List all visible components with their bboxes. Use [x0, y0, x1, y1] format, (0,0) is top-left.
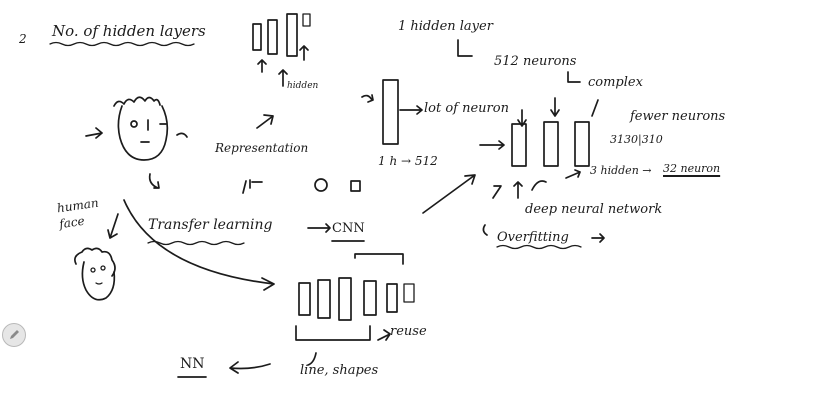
small-arrow: [377, 329, 391, 341]
up-arrow: [278, 69, 288, 87]
layer-box: [286, 13, 298, 57]
complex-note: complex: [588, 75, 643, 90]
layer-box: [252, 23, 262, 51]
transfer-underline: [147, 240, 245, 246]
layer-box: [298, 282, 311, 316]
deep-nn-note: deep neural network: [525, 202, 663, 217]
ink-marks: [242, 179, 263, 194]
right-arrow: [479, 140, 505, 150]
up-arrow: [299, 45, 309, 61]
neuron-32-note: 32 neuron: [663, 162, 721, 175]
square-shape: [350, 180, 361, 192]
overfit-underline: [496, 244, 582, 250]
layer-box: [302, 13, 311, 27]
big-layer-box: [382, 79, 399, 145]
down-arrow: [591, 99, 599, 117]
one-hidden-layer-note: 1 hidden layer: [398, 19, 493, 34]
left-arrow: [229, 361, 271, 374]
reuse-bracket: [295, 325, 371, 341]
h-512-note: 1 h → 512: [378, 154, 438, 168]
reuse-note: reuse: [390, 324, 427, 339]
down-arrow: [550, 97, 560, 117]
curve-mark: [176, 132, 188, 138]
down-arrow: [148, 173, 160, 189]
hidden-label: hidden: [287, 81, 319, 91]
layer-box: [511, 123, 527, 167]
layer-box: [338, 277, 352, 321]
nn-note: NN: [180, 356, 205, 372]
eye: [130, 120, 138, 128]
right-arrow: [399, 105, 423, 115]
up-arrow: [257, 59, 267, 73]
layer-box: [543, 121, 559, 167]
bracket-top: [354, 253, 404, 265]
up-arrow: [513, 181, 523, 199]
layer-box: [403, 283, 415, 303]
arrow-to-cnn: [307, 223, 331, 233]
right-arrow: [85, 127, 103, 139]
up-arrow: [256, 114, 274, 129]
sizes-note: 3130|310: [610, 133, 663, 146]
human-face-note: human face: [56, 195, 100, 232]
overfitting-note: Overfitting: [497, 230, 569, 245]
pencil-icon: [10, 330, 19, 339]
fewer-neurons-note: fewer neurons: [630, 109, 726, 124]
circle-shape: [314, 178, 328, 192]
neurons-512-note: 512 neurons: [494, 54, 577, 69]
lot-of-neurons-note: lot of neuron: [424, 101, 509, 116]
face-outline: [117, 105, 169, 161]
heading-underline: [49, 41, 195, 47]
layer-box: [267, 19, 278, 55]
item-number: 2: [19, 32, 27, 46]
layer-box: [317, 279, 331, 319]
line-shapes-note: line, shapes: [300, 363, 379, 378]
up-arrow: [307, 352, 317, 366]
small-hair: [74, 247, 116, 277]
down-left-arrow: [107, 213, 119, 239]
hook-arrow: [567, 71, 581, 83]
layer-box: [363, 280, 377, 316]
page-heading: No. of hidden layers: [52, 22, 206, 40]
bracket: [482, 224, 488, 236]
pen-tool-button[interactable]: [2, 323, 26, 347]
hook-arrow: [457, 39, 473, 57]
swoop-arrow: [123, 199, 275, 291]
diagonal-arrow: [422, 174, 476, 214]
curved-arrow: [361, 94, 374, 103]
eye: [100, 265, 106, 271]
layer-box: [574, 121, 590, 167]
hidden-3-note: 3 hidden →: [590, 164, 652, 177]
cnn-note: CNN: [332, 221, 365, 236]
small-face: [81, 261, 116, 301]
small-arrow: [565, 169, 581, 179]
layer-box: [386, 283, 398, 313]
up-arrow: [492, 185, 502, 199]
representation-note: Representation: [215, 141, 309, 155]
small-arrow: [591, 233, 605, 243]
mouth: [95, 282, 103, 285]
eye: [90, 267, 96, 273]
transfer-learning-note: Transfer learning: [148, 217, 273, 233]
curve-arrow: [531, 180, 547, 191]
hair-curls: [113, 96, 161, 107]
